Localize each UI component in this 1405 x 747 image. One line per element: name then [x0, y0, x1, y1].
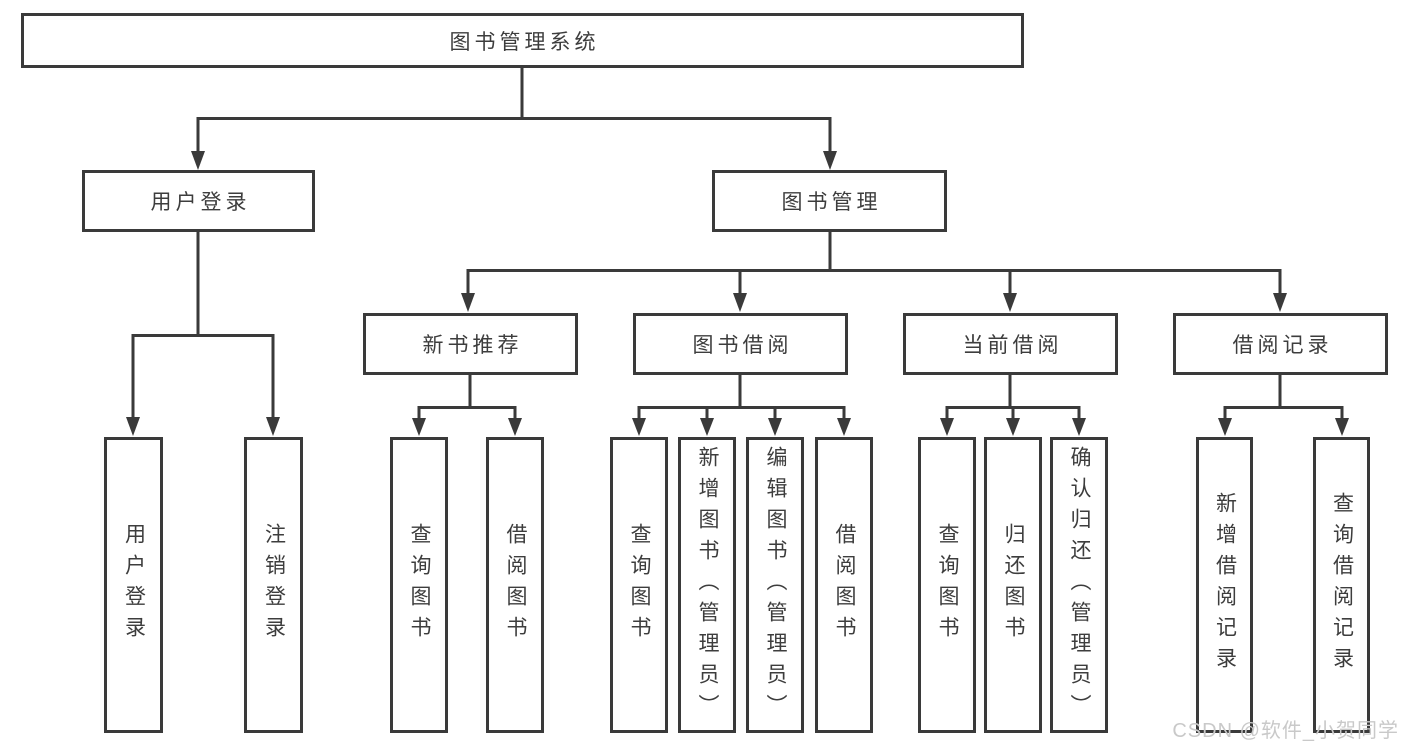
node-book-management: 图书管理 — [712, 170, 947, 232]
leaf-current-confirm-return-admin: 确认归还（管理员） — [1050, 437, 1108, 733]
leaf-borrowing-add-books-admin: 新增图书（管理员） — [678, 437, 736, 733]
leaf-current-query-books: 查询图书 — [918, 437, 976, 733]
leaf-borrowing-borrow-books: 借阅图书 — [815, 437, 873, 733]
leaf-logout: 注销登录 — [244, 437, 303, 733]
node-current-borrowing: 当前借阅 — [903, 313, 1118, 375]
node-new-book-recommendation: 新书推荐 — [363, 313, 578, 375]
node-user-login: 用户登录 — [82, 170, 315, 232]
leaf-recommend-borrow-books: 借阅图书 — [486, 437, 544, 733]
leaf-records-add-borrow-record: 新增借阅记录 — [1196, 437, 1253, 733]
leaf-current-return-books: 归还图书 — [984, 437, 1042, 733]
node-library-management-system: 图书管理系统 — [21, 13, 1024, 68]
leaf-borrowing-query-books: 查询图书 — [610, 437, 668, 733]
leaf-records-query-borrow-record: 查询借阅记录 — [1313, 437, 1370, 733]
leaf-borrowing-edit-books-admin: 编辑图书（管理员） — [746, 437, 804, 733]
leaf-user-login: 用户登录 — [104, 437, 163, 733]
watermark: CSDN @软件_小贺同学 — [1172, 720, 1399, 742]
node-borrowing-records: 借阅记录 — [1173, 313, 1388, 375]
node-book-borrowing: 图书借阅 — [633, 313, 848, 375]
leaf-recommend-query-books: 查询图书 — [390, 437, 448, 733]
